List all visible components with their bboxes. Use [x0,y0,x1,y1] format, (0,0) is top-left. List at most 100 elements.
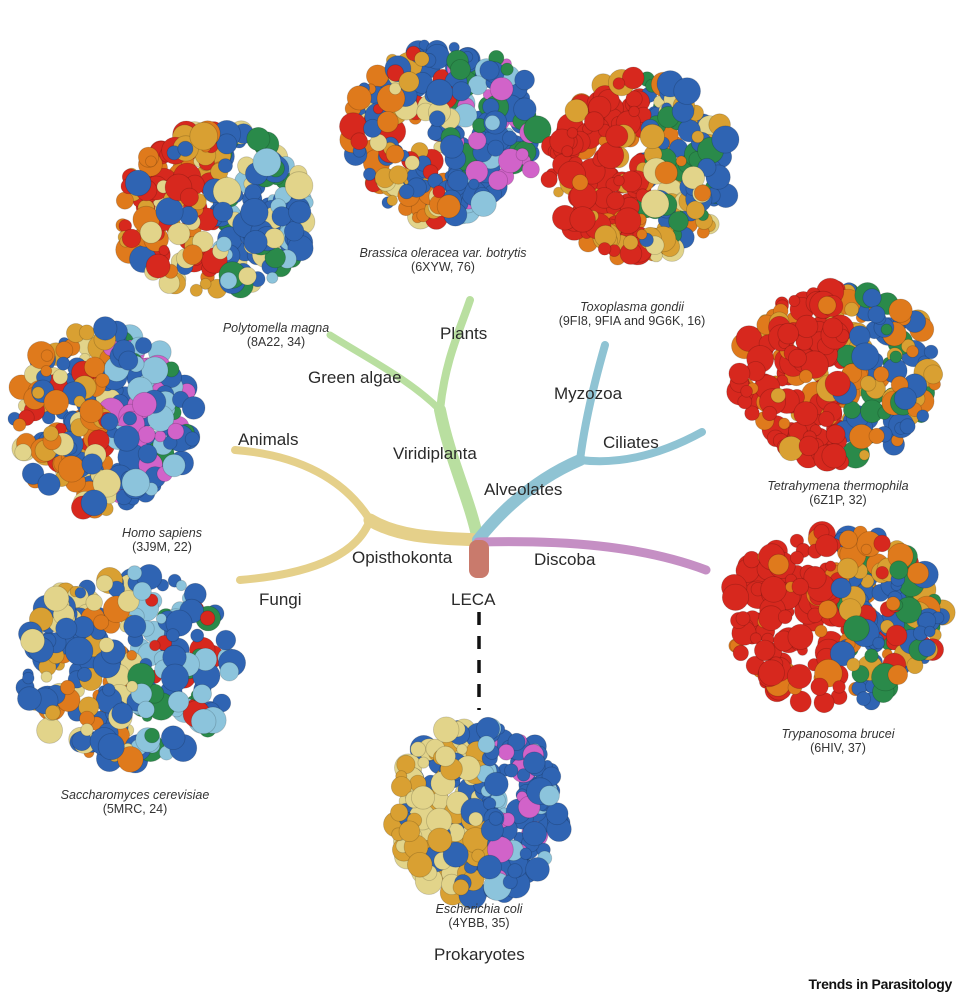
structure-subunit [767,553,790,576]
structure-subunit [43,425,59,442]
structure-subunit [215,629,237,651]
structure-subunit [640,189,670,219]
structure-subunit [79,398,104,424]
structure-subunit [843,615,870,642]
structure-subunit [14,443,32,462]
structure-subunit [832,680,846,694]
structure-subunit [80,723,94,737]
branch-viridiplanta [434,404,484,546]
structure-subunit [131,391,157,417]
clade-label-prokaryotes: Prokaryotes [434,945,525,964]
structure-subunit [856,691,871,707]
pdb-id: (6HIV, 37) [810,741,866,755]
structure-subunit [744,405,760,421]
structure-subunit [97,733,125,761]
structure-subunit [238,266,257,286]
structure-subunit [266,271,279,284]
structure-subunit [177,140,194,157]
clade-label-animals: Animals [238,430,299,449]
structure-subunit [44,704,61,721]
structure-subunit [434,745,456,767]
structure-subunit [167,422,185,440]
structure-subunit [468,811,484,827]
structure-subunit [160,663,190,692]
structure-subunit [141,356,169,384]
structure-subunit [837,557,859,580]
structure-subunit [126,649,138,661]
structure-subunit [80,489,108,517]
structure-subunit [165,628,180,642]
structure-subunit [145,253,171,279]
structure-subunit [539,785,560,806]
structure-subunit [793,401,819,426]
structure-subunit [571,174,589,191]
structure-subunit [749,632,762,645]
structure-subunit [240,198,269,227]
structure-subunit [451,81,472,102]
structure-subunit [851,342,880,371]
structure-subunit [489,77,514,101]
structure-subunit [875,566,889,580]
structure-subunit [497,743,515,761]
structure-subunit [36,717,63,744]
structure-subunit [504,763,519,778]
structure-subunit [789,550,804,565]
structure-subunit [636,228,648,240]
structure-subunit [519,847,533,860]
structure-subunit [470,190,497,217]
structure-subunit [743,550,761,569]
structure-subunit [761,405,778,422]
structure-subunit [160,725,186,750]
structure-subunit [246,127,271,152]
structure-subunit [137,443,158,464]
caption-escherichia: Escherichia coli (4YBB, 35) [436,902,523,930]
structure-subunit [456,743,468,755]
structure-subunit [113,425,140,452]
structure-subunit [691,130,705,144]
structure-subunit [449,59,471,81]
structure-subunit [398,71,420,93]
structure-subunit [417,756,430,769]
structure-subunit [813,692,835,714]
structure-subunit [95,574,114,593]
structure-subunit [55,341,74,359]
structure-subunit [803,565,827,590]
ribosome-structure-escherichia [383,716,572,910]
clade-label-green-algae: Green algae [308,368,402,387]
species-name: Saccharomyces cerevisiae [60,788,210,802]
structure-subunit [788,348,807,368]
structure-subunit [740,384,753,398]
structure-subunit [893,387,917,411]
structure-subunit [216,133,238,155]
pdb-id: (5MRC, 24) [102,802,168,816]
structure-subunit [398,183,415,200]
structure-subunit [181,396,206,420]
structure-subunit [728,362,751,385]
structure-subunit [885,596,901,611]
structure-subunit [404,155,420,171]
structure-subunit [584,111,605,132]
structure-subunit [52,368,69,385]
pdb-id: (9FI8, 9FIA and 9G6K, 16) [558,314,706,328]
structure-subunit [414,51,430,67]
ribosome-structure-tetrahymena [726,277,944,472]
structure-subunit [513,97,537,121]
structure-subunit [388,82,402,95]
caption-trypanosoma: Trypanosoma brucei (6HIV, 37) [781,727,894,755]
clade-label-discoba: Discoba [534,550,596,569]
structure-subunit [867,305,886,324]
structure-subunit [98,637,115,653]
structure-subunit [189,283,203,297]
structure-subunit [791,578,809,596]
structure-subunit [56,356,71,371]
structure-subunit [252,147,282,177]
species-name: Homo sapiens [122,526,202,540]
structure-subunit [514,69,535,91]
structure-subunit [27,340,56,370]
structure-subunit [17,686,42,711]
structure-subunit [612,77,626,90]
structure-subunit [639,123,665,150]
structure-subunit [500,62,514,76]
structure-subunit [182,244,204,266]
structure-subunit [817,295,837,315]
